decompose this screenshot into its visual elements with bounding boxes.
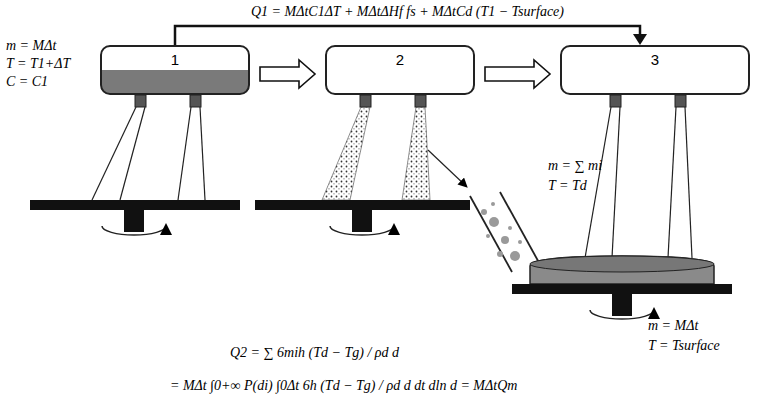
tank-number: 1 [171, 51, 179, 68]
formula-label: m = MΔt [6, 38, 56, 55]
tank-box: 2 [325, 45, 475, 95]
process-arrow [175, 26, 647, 45]
formula-label: T = Td [548, 178, 587, 195]
formula-label: Q2 = ∑ 6mih (Td − Tg) / ρd d [230, 345, 399, 362]
tank-box: 1 [100, 45, 250, 95]
tank-number: 2 [396, 51, 404, 68]
tank-box: 3 [560, 45, 750, 95]
process-arrow [260, 60, 315, 88]
process-arrow [485, 60, 550, 88]
formula-label: m = MΔt [648, 318, 698, 335]
formula-label: = MΔt ∫0+∞ P(di) ∫0Δt 6h (Td − Tg) / ρd … [170, 378, 517, 395]
edge-label: Q1 = MΔtC1ΔT + MΔtΔHf fs + MΔtCd (T1 − T… [248, 4, 567, 21]
formula-label: m = ∑ mi [548, 158, 602, 175]
formula-label: C = C1 [6, 74, 48, 91]
formula-label: T = Tsurface [648, 338, 720, 355]
tank-number: 3 [651, 51, 659, 68]
formula-label: T = T1+ΔT [6, 56, 70, 73]
